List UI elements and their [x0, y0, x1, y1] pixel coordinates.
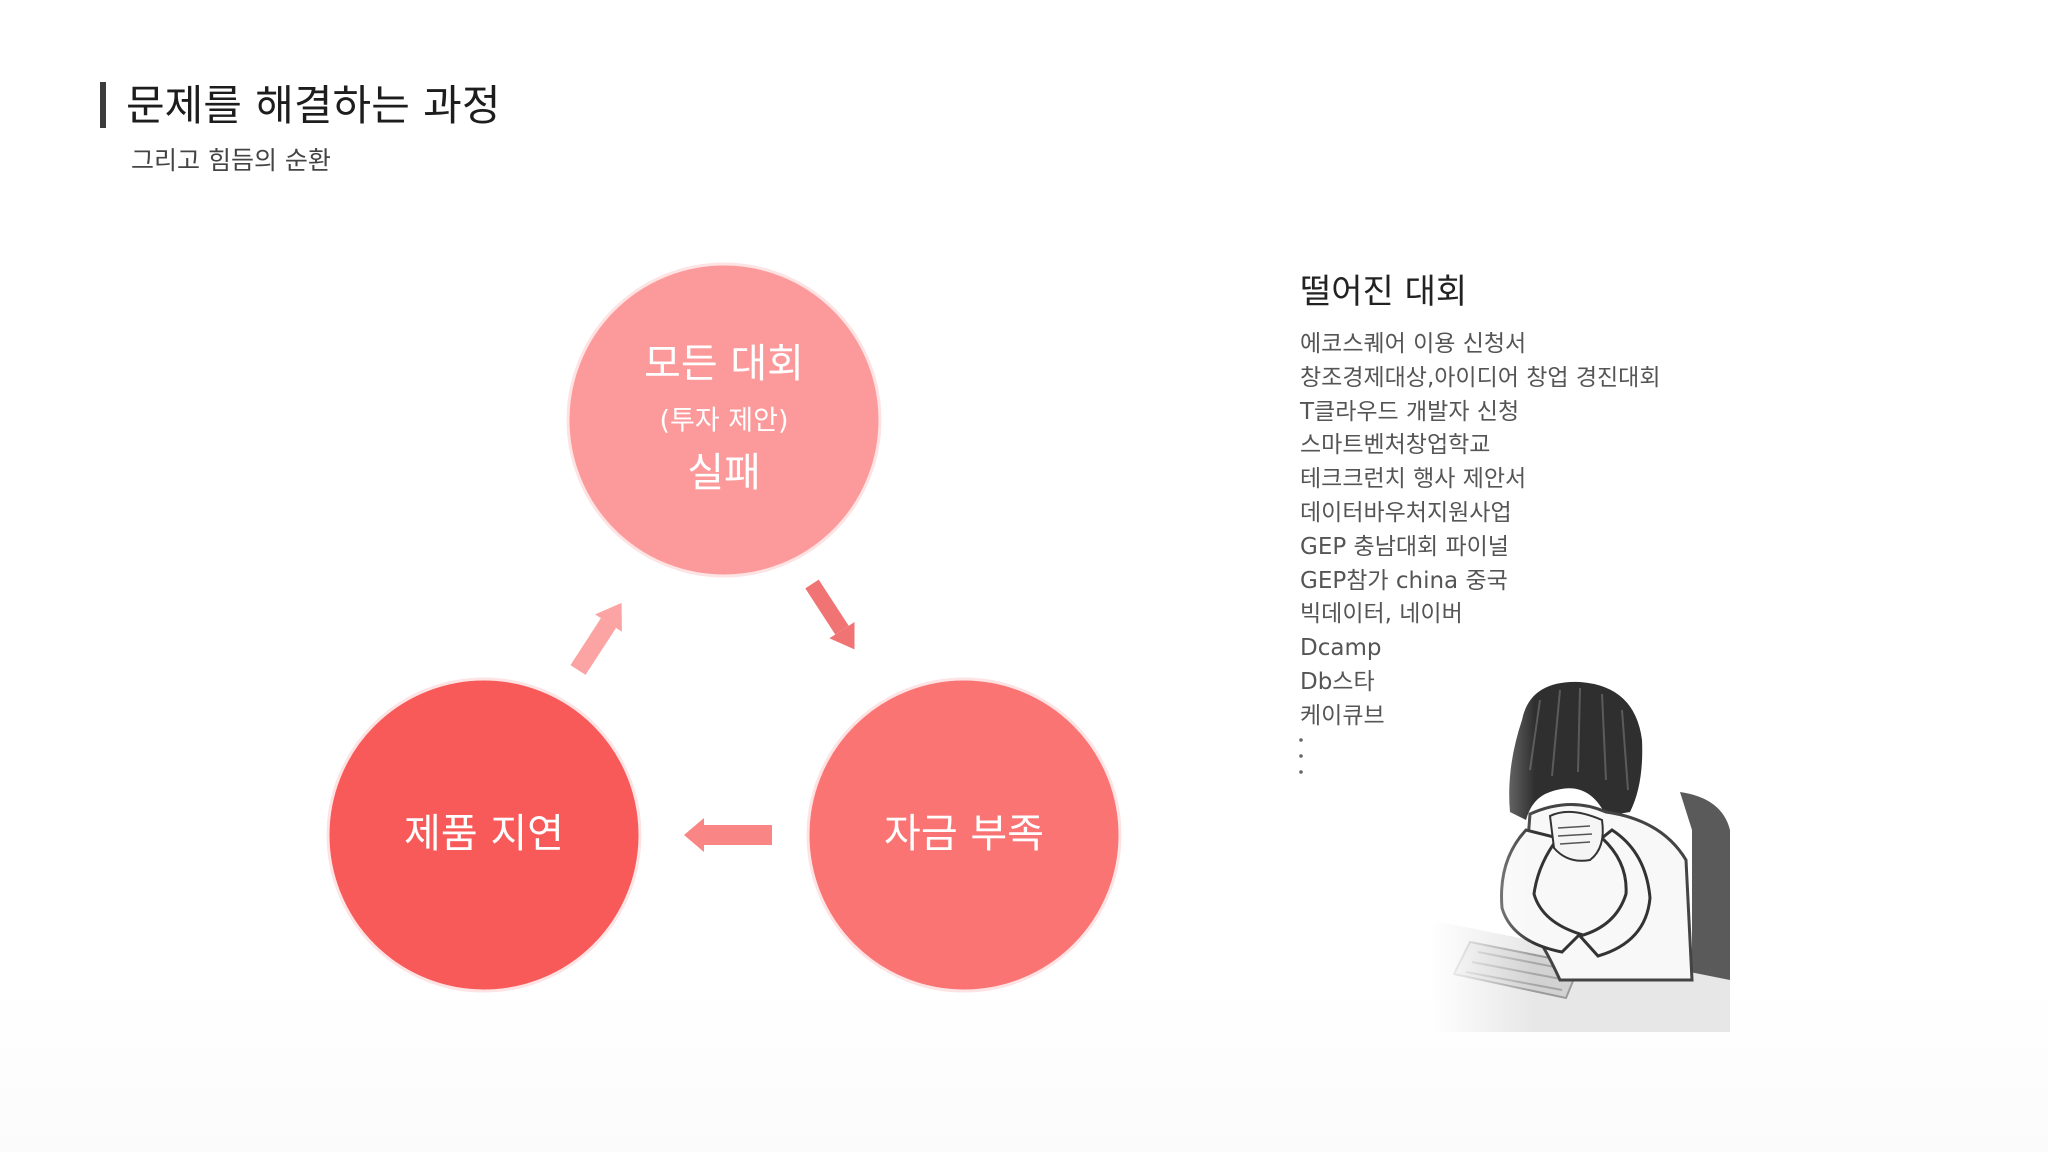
vertical-ellipsis-icon [1298, 736, 1304, 778]
top-node-subtitle: (투자 제안) [659, 399, 788, 438]
list-item: T클라우드 개발자 신청 [1300, 396, 1661, 430]
failed-contests-heading: 떨어진 대회 [1300, 264, 1467, 313]
arrow-left-to-top [565, 594, 635, 679]
list-item: 테크크런치 행사 제안서 [1300, 463, 1661, 497]
arrow-top-to-right [799, 576, 867, 658]
failed-contests-list: 에코스퀘어 이용 신청서 창조경제대상,아이디어 창업 경진대회 T클라우드 개… [1300, 328, 1661, 734]
list-item: 데이터바우처지원사업 [1300, 497, 1661, 531]
top-node-title: 모든 대회 [644, 331, 804, 389]
list-item: 빅데이터, 네이버 [1300, 598, 1661, 632]
top-node-result: 실패 [687, 440, 761, 498]
right-node-label: 자금 부족 [884, 801, 1044, 859]
stressed-person-at-keyboard-icon [1430, 680, 1730, 1032]
list-item: GEP 충남대회 파이널 [1300, 531, 1661, 565]
list-item: 창조경제대상,아이디어 창업 경진대회 [1300, 362, 1661, 396]
list-item: 스마트벤처창업학교 [1300, 429, 1661, 463]
list-item: Dcamp [1300, 632, 1661, 666]
left-node-label: 제품 지연 [404, 801, 564, 859]
list-item: 에코스퀘어 이용 신청서 [1300, 328, 1661, 362]
arrow-right-to-left [684, 818, 772, 852]
list-item: GEP참가 china 중국 [1300, 565, 1661, 599]
